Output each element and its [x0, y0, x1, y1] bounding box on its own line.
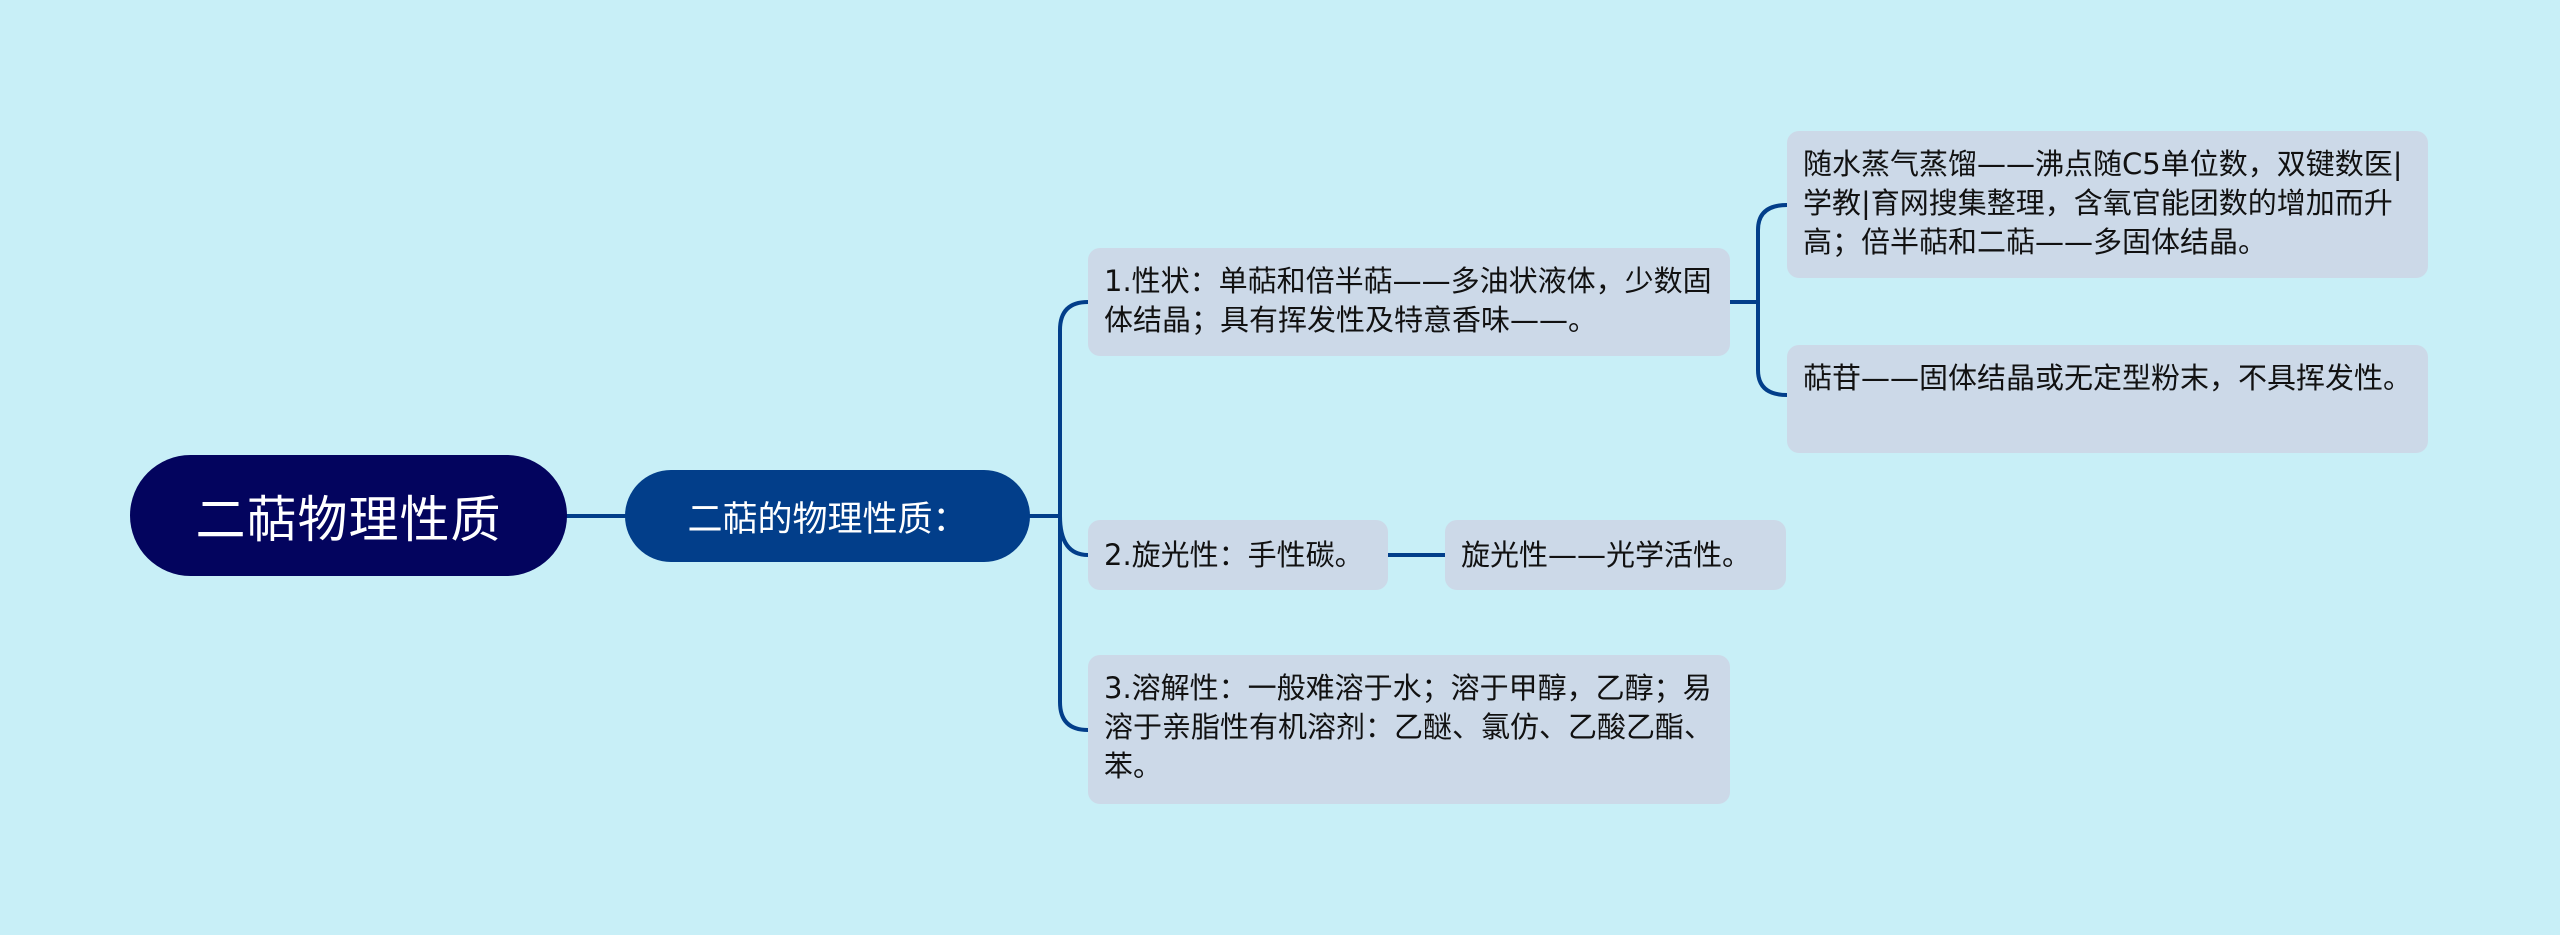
branch-node-solubility[interactable]: 3.溶解性：一般难溶于水；溶于甲醇，乙醇；易溶于亲脂性有机溶剂：乙醚、氯仿、乙酸… [1088, 655, 1730, 804]
root-node-label: 二萜物理性质 [195, 490, 502, 549]
branch-label: 2.旋光性：手性碳。 [1104, 537, 1364, 572]
subnode-steam-distillation[interactable]: 随水蒸气蒸馏——沸点随C5单位数，双键数医|学教|育网搜集整理，含氧官能团数的增… [1787, 131, 2428, 278]
subnode-label: 萜苷——固体结晶或无定型粉末，不具挥发性。 [1803, 361, 2413, 395]
branch-node-appearance[interactable]: 1.性状：单萜和倍半萜——多油状液体，少数固体结晶；具有挥发性及特意香味——。 [1088, 248, 1730, 356]
subnode-label: 随水蒸气蒸馏——沸点随C5单位数，双键数医|学教|育网搜集整理，含氧官能团数的增… [1803, 147, 2403, 259]
subnode-terpene-glycoside[interactable]: 萜苷——固体结晶或无定型粉末，不具挥发性。 [1787, 345, 2428, 453]
subnode-label: 旋光性——光学活性。 [1461, 537, 1752, 572]
branch-label: 3.溶解性：一般难溶于水；溶于甲醇，乙醇；易溶于亲脂性有机溶剂：乙醚、氯仿、乙酸… [1104, 671, 1714, 783]
main-topic-label: 二萜的物理性质： [687, 499, 968, 540]
subnode-optical-activity[interactable]: 旋光性——光学活性。 [1445, 520, 1786, 590]
root-node[interactable]: 二萜物理性质 [130, 455, 567, 576]
branch-node-optical-rotation[interactable]: 2.旋光性：手性碳。 [1088, 520, 1388, 590]
main-topic-node[interactable]: 二萜的物理性质： [625, 470, 1030, 562]
branch-label: 1.性状：单萜和倍半萜——多油状液体，少数固体结晶；具有挥发性及特意香味——。 [1104, 264, 1712, 337]
